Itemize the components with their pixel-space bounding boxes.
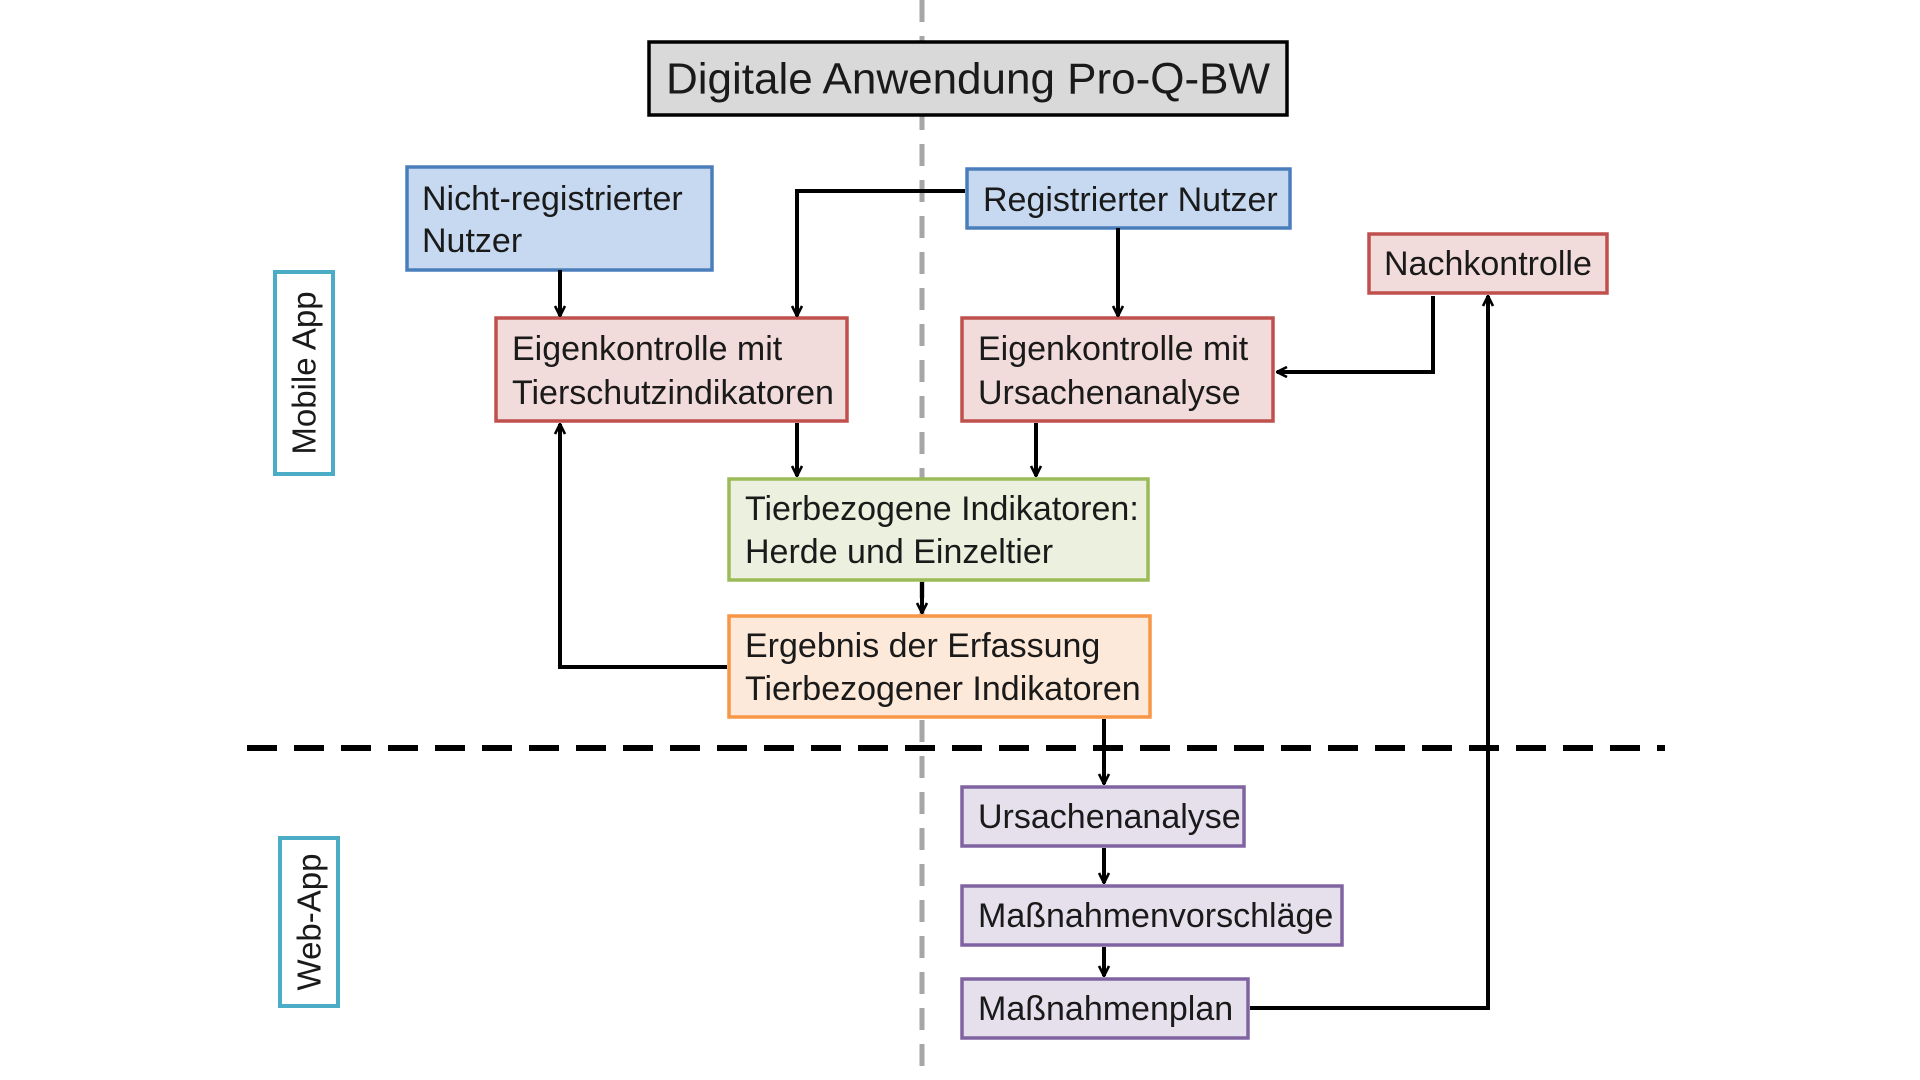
diagram-title: Digitale Anwendung Pro-Q-BW	[666, 55, 1271, 104]
node-massnahmenplan-line1: Maßnahmenplan	[978, 990, 1233, 1028]
node-tierbezogene-indikatoren: Tierbezogene Indikatoren: Herde und Einz…	[727, 477, 1150, 582]
node-nicht-registrierter-nutzer: Nicht-registrierter Nutzer	[405, 165, 714, 272]
connectors	[560, 189, 1488, 1010]
node-ursachenanalyse-box	[960, 785, 1246, 848]
node-tierbezogene-indikatoren-box	[727, 477, 1150, 582]
node-ergebnis-erfassung-line1: Ergebnis der Erfassung	[745, 627, 1100, 665]
node-nachkontrolle: Nachkontrolle	[1367, 232, 1609, 295]
node-eigenkontrolle-tierschutz-line1: Eigenkontrolle mit	[512, 330, 783, 368]
web-app-label-box	[278, 836, 340, 1008]
node-massnahmenplan-box	[960, 977, 1250, 1040]
mobile-app-label-box	[273, 270, 335, 476]
node-registrierter-nutzer: Registrierter Nutzer	[965, 167, 1292, 230]
node-ursachenanalyse-line1: Ursachenanalyse	[978, 798, 1241, 836]
title-box: Digitale Anwendung Pro-Q-BW	[647, 40, 1289, 117]
node-ergebnis-erfassung-line2: Tierbezogener Indikatoren	[745, 670, 1141, 708]
node-registrierter-nutzer-box	[965, 167, 1292, 230]
node-tierbezogene-indikatoren-line2: Herde und Einzeltier	[745, 533, 1053, 571]
node-massnahmenvorschlaege-box	[960, 884, 1344, 947]
node-nachkontrolle-line1: Nachkontrolle	[1384, 245, 1592, 283]
arrow-nachkontrolle-to-eigenkontrolle-ursachen	[1277, 296, 1435, 372]
node-nicht-registrierter-nutzer-line2: Nutzer	[422, 222, 522, 260]
arrow-registriert-to-eigenkontrolle-tierschutz	[797, 189, 965, 316]
arrow-massnahmenplan-to-nachkontrolle	[1250, 296, 1488, 1010]
node-registrierter-nutzer-line1: Registrierter Nutzer	[983, 181, 1278, 219]
node-ergebnis-erfassung: Ergebnis der Erfassung Tierbezogener Ind…	[727, 614, 1152, 719]
node-eigenkontrolle-ursachen-line1: Eigenkontrolle mit	[978, 330, 1249, 368]
node-nicht-registrierter-nutzer-box	[405, 165, 714, 272]
arrow-ergebnis-to-eigenkontrolle-tierschutz	[560, 424, 727, 669]
node-eigenkontrolle-ursachen-box	[960, 316, 1275, 423]
node-nicht-registrierter-nutzer-line1: Nicht-registrierter	[422, 180, 683, 218]
node-eigenkontrolle-ursachen-line2: Ursachenanalyse	[978, 374, 1241, 412]
node-eigenkontrolle-ursachen: Eigenkontrolle mit Ursachenanalyse	[960, 316, 1275, 423]
node-eigenkontrolle-tierschutz-line2: Tierschutzindikatoren	[512, 374, 834, 412]
web-app-label-text: Web-App	[291, 854, 328, 991]
title-rect	[647, 40, 1289, 117]
node-nachkontrolle-box	[1367, 232, 1609, 295]
mobile-app-section-label: Mobile App	[273, 270, 335, 476]
node-ergebnis-erfassung-box	[727, 614, 1152, 719]
node-ursachenanalyse: Ursachenanalyse	[960, 785, 1246, 848]
node-massnahmenvorschlaege: Maßnahmenvorschläge	[960, 884, 1344, 947]
mobile-app-label-text: Mobile App	[286, 291, 323, 454]
node-tierbezogene-indikatoren-line1: Tierbezogene Indikatoren:	[745, 490, 1139, 528]
node-massnahmenplan: Maßnahmenplan	[960, 977, 1250, 1040]
web-app-section-label: Web-App	[278, 836, 340, 1008]
node-massnahmenvorschlaege-line1: Maßnahmenvorschläge	[978, 897, 1333, 935]
node-eigenkontrolle-tierschutz-box	[494, 316, 849, 423]
node-eigenkontrolle-tierschutz: Eigenkontrolle mit Tierschutzindikatoren	[494, 316, 849, 423]
